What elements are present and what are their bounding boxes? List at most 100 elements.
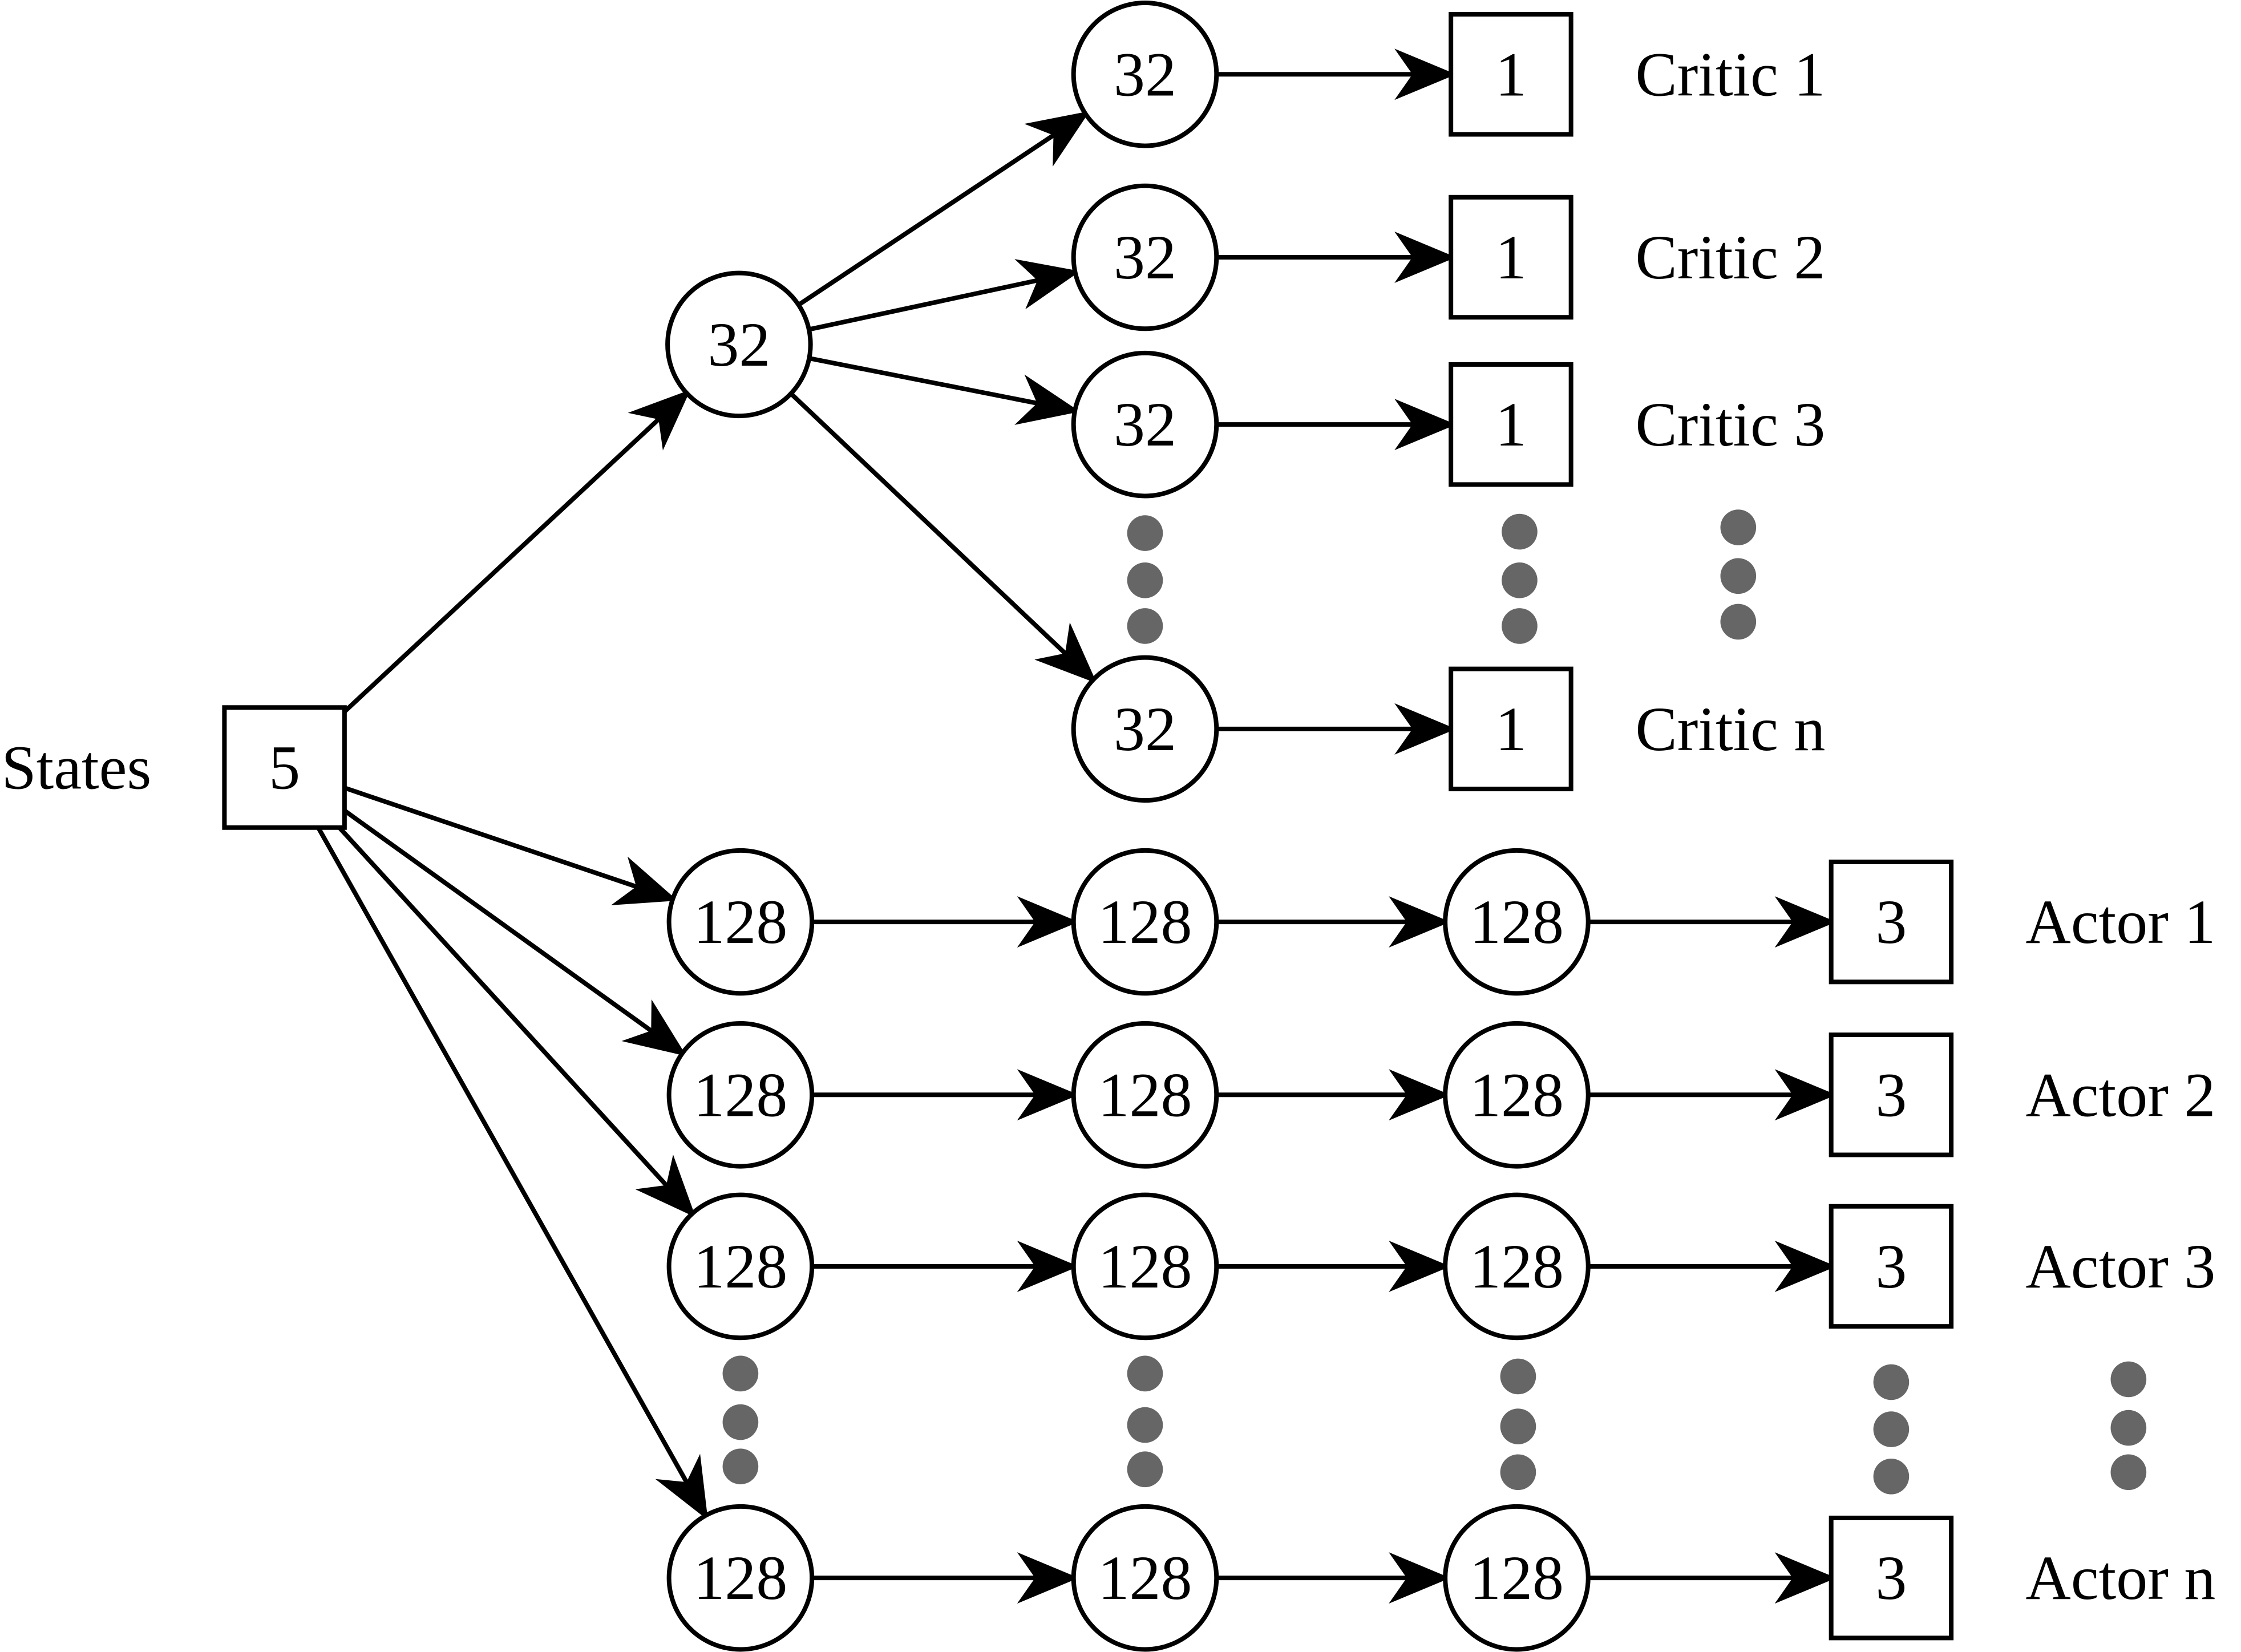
actor-3-hidden-node-3-shape [1443,1192,1591,1341]
actor-3-output-box-value: 3 [1875,1232,1907,1301]
actor-output-ellipsis-dot-1 [1873,1364,1910,1400]
critic-1-output-box-shape [1449,12,1573,137]
critic-3-hidden-node-value: 32 [1114,390,1176,459]
actor-1-hidden-node-3-value: 128 [1470,887,1564,957]
actor-2-label: Actor 2 [2025,1060,2215,1129]
edge-states-to-critic-shared [343,390,691,714]
actor-2-hidden-node-1-value: 128 [693,1060,787,1129]
critic-label-ellipsis-dot-3 [1720,604,1757,640]
critic-4-label: Critic n [1635,694,1825,764]
critic-1-label: Critic 1 [1635,39,1825,109]
critic-hidden-ellipsis-dot-3 [1127,608,1163,644]
actor-4-hidden-node-3-value: 128 [1470,1543,1564,1613]
actor-4-label: Actor n [2025,1543,2215,1613]
critic-shared-hidden-node-shape [665,270,813,419]
actor-label-ellipsis-dot-1 [2110,1361,2147,1398]
actor-layer3-ellipsis-dot-2 [1500,1408,1536,1444]
critic-1-hidden-node-value: 32 [1114,39,1176,109]
actor-2-output-box-shape [1829,1032,1954,1157]
critic-4-output-box-shape [1449,666,1573,792]
critic-2-hidden-node-shape [1071,183,1219,331]
actor-layer1-ellipsis-dot-3 [722,1448,759,1485]
ellipsis-dots [722,509,2147,1495]
critic-hidden-ellipsis-dot-2 [1127,562,1163,598]
actor-output-ellipsis-dot-2 [1873,1411,1910,1447]
actor-4-hidden-node-2-value: 128 [1098,1543,1192,1613]
actor-layer2-ellipsis-dot-1 [1127,1355,1163,1392]
actor-layer3-ellipsis-dot-1 [1500,1358,1536,1395]
critic-4-hidden-node-value: 32 [1114,694,1176,764]
critic-2-hidden-node: 32 [1071,183,1219,331]
actor-2-hidden-node-2-shape [1071,1021,1219,1169]
actor-1-hidden-node-2-value: 128 [1098,887,1192,957]
actor-layer2-ellipsis-dot-3 [1127,1451,1163,1488]
actor-1-hidden-node-1-shape [666,848,815,996]
actor-2-hidden-node-3: 128 [1443,1021,1591,1169]
critic-1-hidden-node: 32 [1071,1,1219,148]
critic-output-ellipsis-dot-1 [1502,513,1538,550]
edges [316,48,1837,1604]
actor-1-output-box-value: 3 [1875,887,1907,957]
edge-states-to-actor-3 [337,826,696,1218]
critic-1-output-box-value: 1 [1495,39,1527,109]
actor-4-output-box-shape [1829,1515,1954,1641]
actor-3-hidden-node-2-shape [1071,1192,1219,1341]
actor-3-hidden-node-1: 128 [666,1192,815,1341]
actor-4-hidden-node-3: 128 [1443,1504,1591,1652]
critic-label-ellipsis-dot-1 [1720,509,1757,545]
actor-output-ellipsis-dot-3 [1873,1458,1910,1495]
critic-output-ellipsis-dot-2 [1502,562,1538,598]
actor-1-hidden-node-3: 128 [1443,848,1591,996]
critic-3-output-box-shape [1449,362,1573,487]
edge-critic-shared-to-critic-3 [808,356,1080,425]
actor-3-label: Actor 3 [2025,1232,2215,1301]
critic-3-hidden-node-shape [1071,350,1219,499]
actor-1-label: Actor 1 [2025,887,2215,957]
critic-4-output-box-value: 1 [1495,694,1527,764]
actor-1-output-box: 3 [1829,859,1954,985]
critic-2-hidden-node-value: 32 [1114,222,1176,292]
edge-critic-shared-to-critic-2 [808,259,1081,332]
states-input-box-value: 5 [269,733,300,803]
states-input-box: 5 [222,705,347,830]
critic-3-label: Critic 3 [1635,390,1825,459]
actor-2-hidden-node-3-value: 128 [1470,1060,1564,1129]
critic-4-output-box: 1 [1449,666,1573,792]
actor-3-hidden-node-1-shape [666,1192,815,1341]
actor-4-hidden-node-3-shape [1443,1504,1591,1652]
critic-shared-hidden-node: 32 [665,270,813,419]
actor-2-output-box-value: 3 [1875,1060,1907,1129]
critic-shared-hidden-node-value: 32 [707,310,770,379]
actor-1-hidden-node-1-value: 128 [693,887,787,957]
critic-label-ellipsis-dot-2 [1720,558,1757,594]
actor-3-hidden-node-1-value: 128 [693,1232,787,1301]
actor-4-hidden-node-1-value: 128 [693,1543,787,1613]
states-label: States [2,733,152,803]
actor-layer1-ellipsis-dot-1 [722,1355,759,1392]
actor-1-hidden-node-1: 128 [666,848,815,996]
actor-3-hidden-node-3: 128 [1443,1192,1591,1341]
edge-critic-shared-to-critic-1 [797,111,1090,307]
actor-2-hidden-node-2: 128 [1071,1021,1219,1169]
actor-4-hidden-node-2-shape [1071,1504,1219,1652]
critic-2-output-box: 1 [1449,195,1573,320]
actor-layer3-ellipsis-dot-3 [1500,1454,1536,1491]
actor-1-output-box-shape [1829,859,1954,985]
actor-3-output-box: 3 [1829,1204,1954,1329]
actor-3-output-box-shape [1829,1204,1954,1329]
critic-2-label: Critic 2 [1635,222,1825,292]
edge-states-to-actor-2 [343,808,687,1056]
actor-2-output-box: 3 [1829,1032,1954,1157]
actor-4-output-box: 3 [1829,1515,1954,1641]
actor-1-hidden-node-3-shape [1443,848,1591,996]
critic-4-hidden-node: 32 [1071,655,1219,803]
actor-label-ellipsis-dot-2 [2110,1410,2147,1446]
critic-3-output-box: 1 [1449,362,1573,487]
edge-states-to-actor-1 [343,785,678,905]
actor-2-hidden-node-3-shape [1443,1021,1591,1169]
edge-critic-shared-to-critic-4 [789,392,1097,683]
critic-hidden-ellipsis-dot-1 [1127,515,1163,551]
actor-4-output-box-value: 3 [1875,1543,1907,1613]
actor-1-hidden-node-2-shape [1071,848,1219,996]
actor-layer1-ellipsis-dot-2 [722,1404,759,1440]
